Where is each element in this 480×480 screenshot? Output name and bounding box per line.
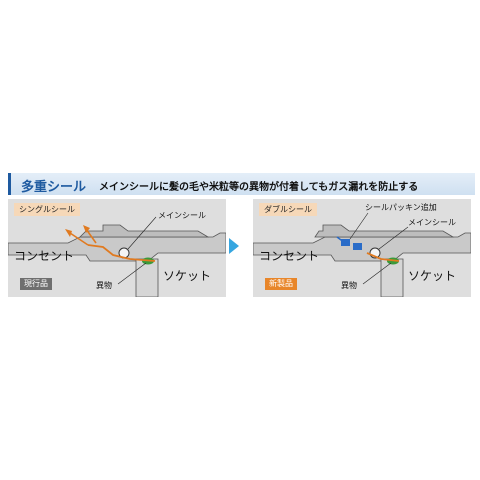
socket-label: ソケット [408,269,457,283]
leader-foreign [362,262,392,285]
leader-main-seal [378,226,409,250]
seal-packing-lip [336,236,346,244]
leader-main-seal [127,216,157,250]
arrow-right-icon [229,238,239,254]
main-seal-label: メインシール [408,218,456,227]
leak-arrow-2 [85,228,97,244]
foreign-label: 異物 [341,281,357,290]
consent-label: コンセント [14,249,75,263]
single-seal-panel: シングルシール メインシール コンセント ソケット 異物 現行品 [8,199,226,297]
new-product-badge: 新製品 [265,278,297,290]
blocked-leak-path [366,252,400,262]
packing-label: シールパッキン追加 [365,203,437,212]
seal-packing-1 [341,239,350,246]
banner-description: メインシールに髪の毛や米粒等の異物が付着してもガス漏れを防止する [99,182,419,193]
consent-label: コンセント [259,249,320,263]
leak-arrow-1 [69,232,89,246]
single-seal-tag: シングルシール [14,203,80,216]
header-banner: 多重シール メインシールに髪の毛や米粒等の異物が付着してもガス漏れを防止する [8,173,475,195]
foreign-label: 異物 [96,281,112,290]
socket-body [135,258,159,297]
leak-arrowhead-1 [65,229,72,237]
socket-label: ソケット [163,269,212,283]
banner-title: 多重シール [21,180,87,195]
upper-cap [314,224,455,238]
socket-body [380,258,404,297]
main-seal-label: メインシール [158,211,206,220]
current-product-badge: 現行品 [20,278,52,290]
leak-arrowhead-2 [83,225,90,233]
double-seal-panel: ダブルシール シールパッキン追加 メインシール コンセント ソケット 異物 新製… [253,199,471,297]
double-seal-diagram [253,212,471,297]
leader-packing [349,212,369,240]
single-seal-diagram [8,216,226,297]
leader-foreign [117,262,147,285]
leak-path [87,244,156,262]
double-seal-tag: ダブルシール [259,203,317,216]
seal-packing-2 [353,243,362,250]
